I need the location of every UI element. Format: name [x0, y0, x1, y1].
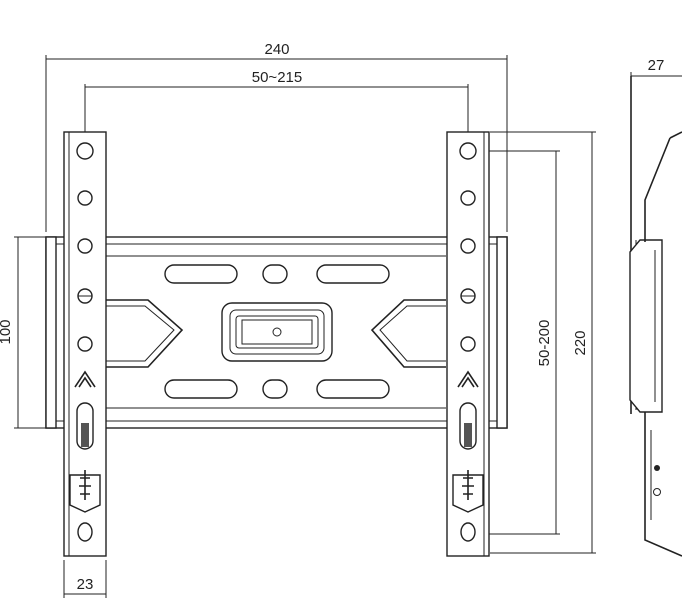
up-chevron-icon — [74, 370, 96, 388]
vertical-span-label: 50-200 — [536, 320, 553, 367]
upper-slot-center — [262, 264, 288, 284]
plate-height-label: 100 — [0, 319, 14, 344]
dimension-overall-height: 220 — [490, 131, 596, 554]
overall-width-label: 240 — [264, 41, 289, 58]
right-bracket — [446, 131, 490, 557]
upper-slot-right — [316, 264, 390, 284]
left-bracket — [63, 131, 107, 557]
side-view — [629, 76, 682, 557]
wall-plate — [45, 236, 508, 429]
dimension-bracket-width: 23 — [63, 560, 107, 598]
lower-slot-center — [262, 379, 288, 399]
dimension-overall-width: 240 — [45, 41, 508, 232]
dimension-plate-height: 100 — [0, 236, 60, 429]
lock-screw-icon — [79, 470, 91, 500]
hole-span-label: 50~215 — [252, 69, 302, 86]
lower-slot-left — [164, 379, 238, 399]
upper-slot-left — [164, 264, 238, 284]
center-cutout — [221, 302, 333, 362]
dimension-depth: 27 — [630, 57, 682, 120]
depth-label: 27 — [648, 57, 665, 74]
overall-height-label: 220 — [572, 330, 589, 355]
bracket-width-label: 23 — [77, 576, 94, 593]
lower-slot-right — [316, 379, 390, 399]
dimension-hole-span: 50~215 — [84, 69, 469, 150]
